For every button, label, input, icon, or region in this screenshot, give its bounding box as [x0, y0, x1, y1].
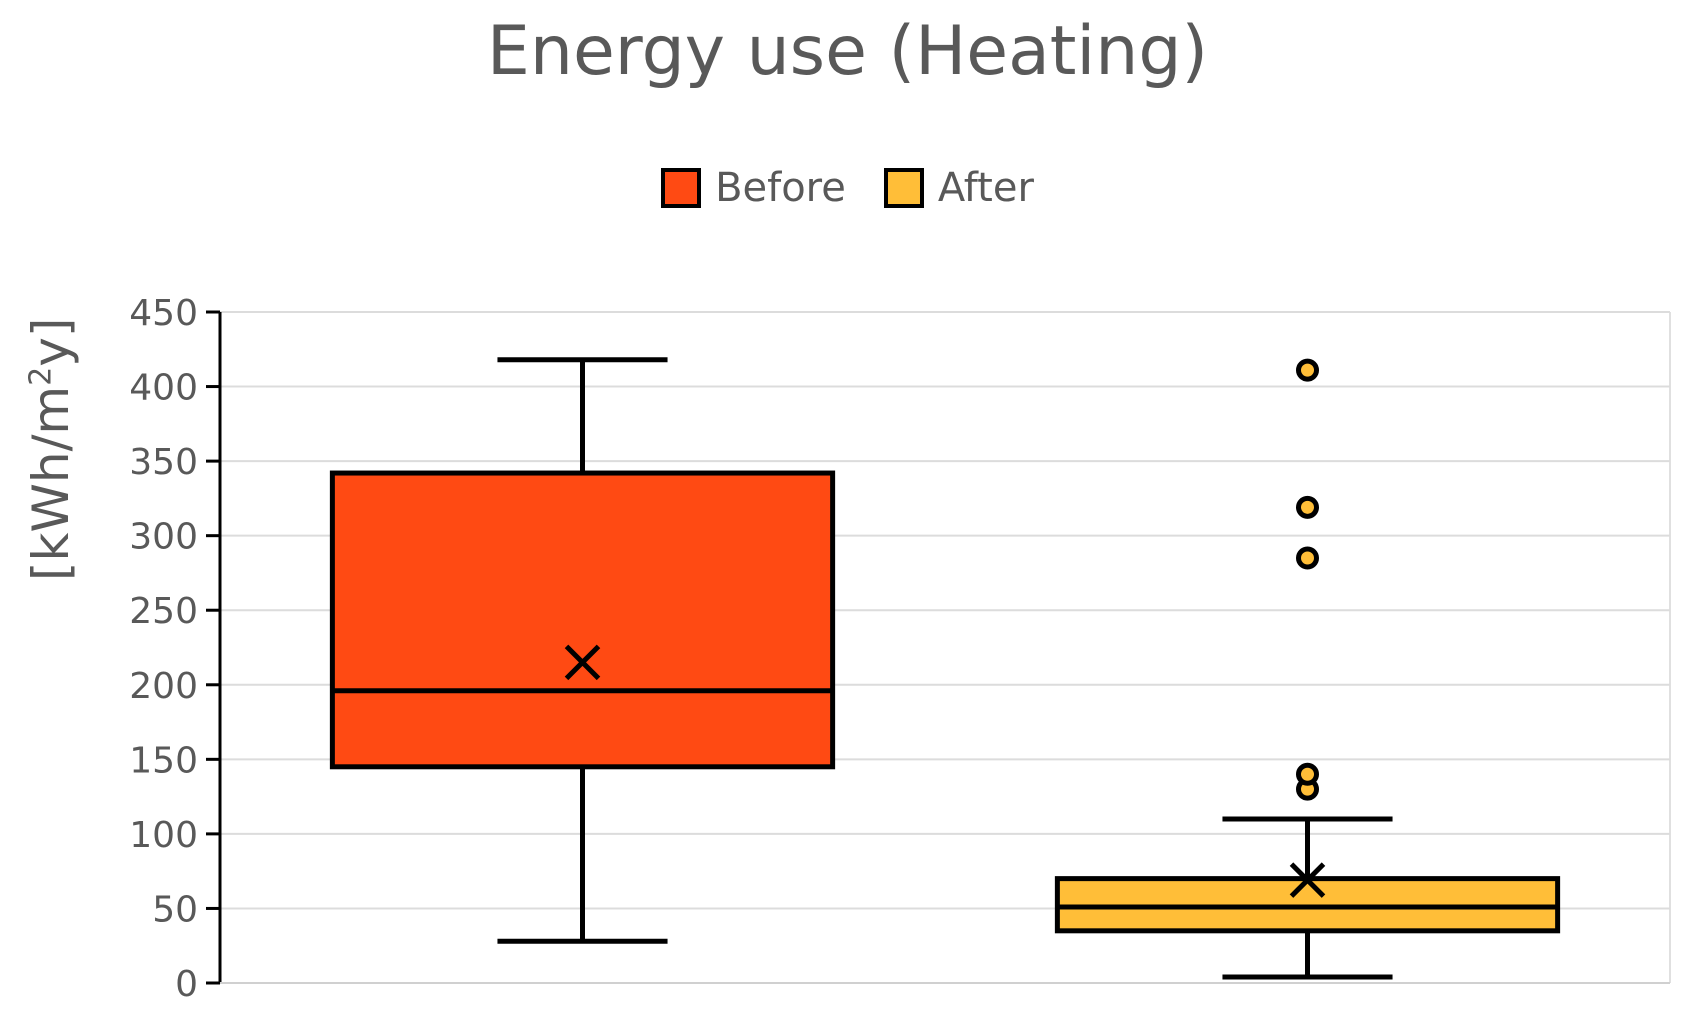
y-tick-label-300: 300: [129, 517, 198, 558]
iqr-box-before: [329, 470, 836, 770]
legend-entry-after[interactable]: After: [883, 165, 1034, 211]
y-tick-label-0: 0: [175, 964, 198, 1005]
y-tick-label-50: 50: [152, 889, 198, 930]
y-tick-label-350: 350: [129, 442, 198, 483]
chart-title: Energy use (Heating): [486, 12, 1209, 91]
y-tick-label-200: 200: [129, 666, 198, 707]
outlier-after-1: [1296, 762, 1319, 786]
y-tick-label-450: 450: [129, 293, 198, 334]
legend-entry-before[interactable]: Before: [661, 165, 846, 211]
y-tick-label-100: 100: [129, 815, 198, 856]
legend-swatch-before: [661, 168, 702, 208]
y-axis-label: [kWh/m2y]: [22, 317, 80, 581]
legend-label-after: After: [937, 165, 1034, 211]
mean-marker-after-b: [1289, 862, 1326, 898]
legend: Before After: [0, 165, 1695, 211]
y-tick-label-400: 400: [129, 368, 198, 409]
outlier-after-3: [1296, 495, 1319, 519]
box-after: [1054, 358, 1561, 980]
boxes: [329, 357, 1561, 980]
legend-swatch-after: [883, 168, 924, 208]
outlier-after-2: [1296, 546, 1319, 570]
y-axis: 0 50 100 150 200 250 300 350 400 450: [129, 293, 1670, 1005]
legend-label-before: Before: [715, 165, 846, 211]
mean-marker-before-b: [564, 644, 601, 681]
y-tick-label-150: 150: [129, 740, 198, 781]
y-tick-label-250: 250: [129, 591, 198, 632]
box-before: [329, 357, 836, 944]
outlier-after-4: [1296, 358, 1319, 382]
